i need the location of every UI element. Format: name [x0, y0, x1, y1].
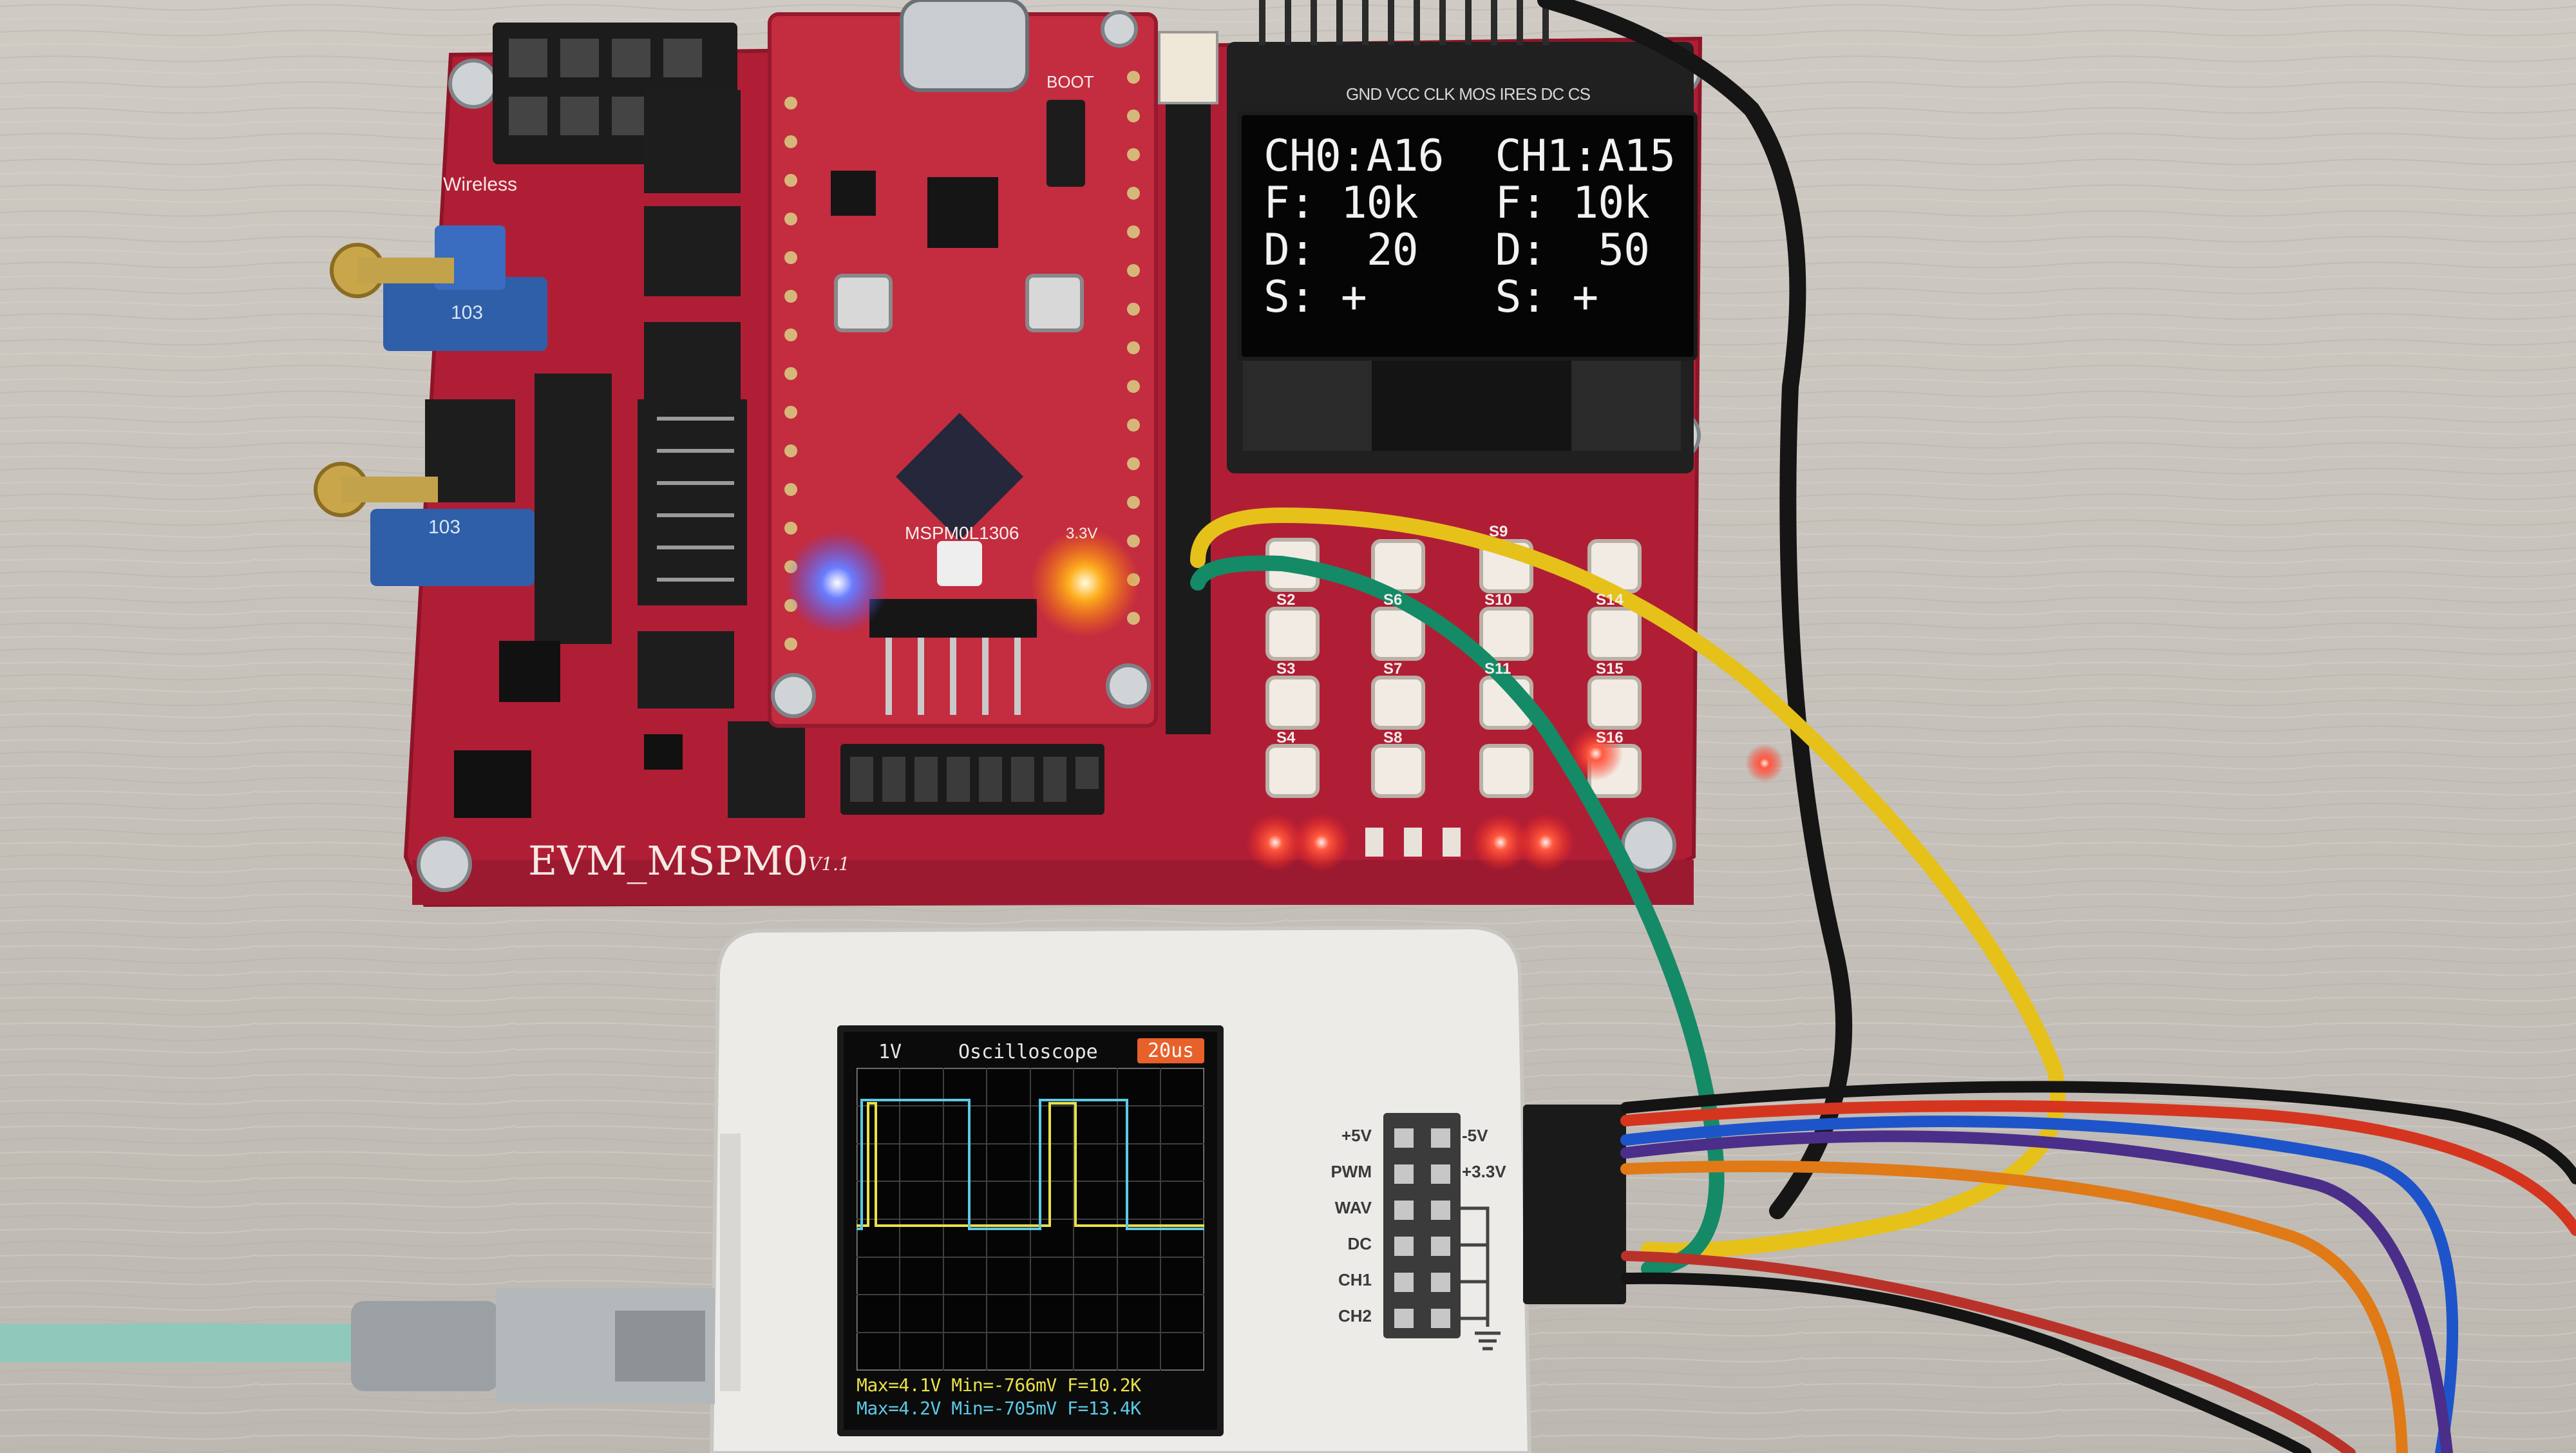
oled-line-3: D: 20 D: 50 [1264, 225, 1650, 276]
power-label: 3.3V [1066, 525, 1098, 542]
oled-line-2: F: 10k F: 10k [1264, 178, 1650, 229]
key-s10[interactable] [1479, 607, 1533, 661]
key-s12[interactable] [1479, 744, 1533, 798]
scope-measurement-ch1: Max=4.1V Min=-766mV F=10.2K [857, 1374, 1141, 1396]
label-ch1: CH1 [1338, 1270, 1372, 1289]
label-plus5v: +5V [1341, 1126, 1372, 1145]
oled-pin-labels: GND VCC CLK MOS IRES DC CS [1346, 84, 1591, 104]
oled-line-1: CH0:A16 CH1:A15 [1264, 131, 1676, 182]
ic-chip-3 [644, 734, 683, 770]
wireless-label: Wireless [443, 174, 518, 195]
pot-2-label: 103 [428, 517, 460, 538]
dip-header [840, 744, 1104, 815]
led-row [1246, 726, 1784, 871]
pot-1-label: 103 [451, 302, 483, 323]
key-label-s7: S7 [1383, 660, 1403, 678]
dupont-plug [1523, 1105, 1626, 1304]
label-ch2: CH2 [1338, 1306, 1372, 1325]
scope-volts-per-div: 1V [878, 1041, 902, 1063]
scope-connector-labels: +5V PWM WAV DC CH1 CH2 [1301, 1126, 1372, 1338]
bnc-connector [351, 1288, 715, 1404]
pin-headers-left [425, 90, 805, 818]
key-label-s6: S6 [1383, 591, 1403, 609]
oled-display: CH0:A16 CH1:A15 F: 10k F: 10k D: 20 D: 5… [1238, 111, 1698, 361]
key-label-s14: S14 [1596, 591, 1624, 609]
key-s3[interactable] [1265, 676, 1320, 730]
key-s7[interactable] [1371, 676, 1425, 730]
key-s8[interactable] [1371, 744, 1425, 798]
probe-cable [0, 1324, 361, 1362]
reset-button[interactable] [834, 274, 893, 332]
ic-chip-2 [454, 750, 531, 818]
ic-chip-1 [499, 641, 560, 702]
potentiometer-1[interactable] [330, 225, 547, 351]
jst-connector [1158, 31, 1218, 104]
label-dc: DC [1347, 1234, 1372, 1253]
keypad [1265, 538, 1642, 798]
board-name: EVM_MSPM0 [528, 837, 809, 884]
right-pin-header [1166, 52, 1211, 734]
key-s15[interactable] [1587, 676, 1642, 730]
regulator [831, 171, 876, 216]
board-version: V1.1 [808, 853, 850, 875]
key-label-s10: S10 [1484, 591, 1512, 609]
power-led [1030, 528, 1140, 638]
trace-ch1 [857, 1102, 1204, 1227]
key-s2[interactable] [1265, 607, 1320, 661]
boot-switch[interactable] [1046, 100, 1085, 187]
usb-c-port[interactable] [900, 0, 1029, 92]
key-label-s11: S11 [1484, 660, 1511, 678]
scope-header: 1V Oscilloscope 20us [844, 1036, 1217, 1065]
oled-line-4: S: + S: + [1264, 272, 1598, 323]
key-s6[interactable] [1371, 607, 1425, 661]
flash-chip [927, 177, 998, 248]
key-label-s3: S3 [1276, 660, 1296, 678]
rgb-led-package [937, 541, 982, 586]
key-label-s8: S8 [1383, 729, 1403, 746]
scope-measurement-ch2: Max=4.2V Min=-705mV F=13.4K [857, 1398, 1141, 1419]
scope-timebase: 20us [1137, 1038, 1205, 1063]
key-label-s15: S15 [1596, 660, 1624, 678]
jumper-wires [1190, 0, 2576, 1453]
key-label-s2: S2 [1276, 591, 1296, 609]
oscilloscope-screen: 1V Oscilloscope 20us Max=4.1V Min=-766mV… [837, 1025, 1224, 1436]
label-pwm: PWM [1331, 1162, 1372, 1181]
key-s14[interactable] [1587, 607, 1642, 661]
label-plus3v3: +3.3V [1462, 1162, 1506, 1181]
module-label: MSPM0L1306 [905, 523, 1019, 543]
user-button[interactable] [1025, 274, 1084, 332]
scope-connector-labels-right: -5V +3.3V [1462, 1126, 1520, 1203]
scope-waveform-grid [857, 1068, 1204, 1371]
key-label-s16: S16 [1596, 729, 1624, 746]
scope-title: Oscilloscope [958, 1041, 1098, 1063]
label-wav: WAV [1334, 1198, 1372, 1217]
boot-label: BOOT [1046, 72, 1094, 91]
potentiometer-2[interactable] [314, 462, 535, 586]
rgb-led [786, 531, 889, 634]
key-label-s9: S9 [1489, 523, 1508, 540]
label-minus5v: -5V [1462, 1126, 1488, 1145]
key-s4[interactable] [1265, 744, 1320, 798]
trace-ch2 [857, 1099, 1204, 1230]
key-label-s4: S4 [1276, 729, 1296, 746]
mcu-chip [896, 413, 1023, 540]
